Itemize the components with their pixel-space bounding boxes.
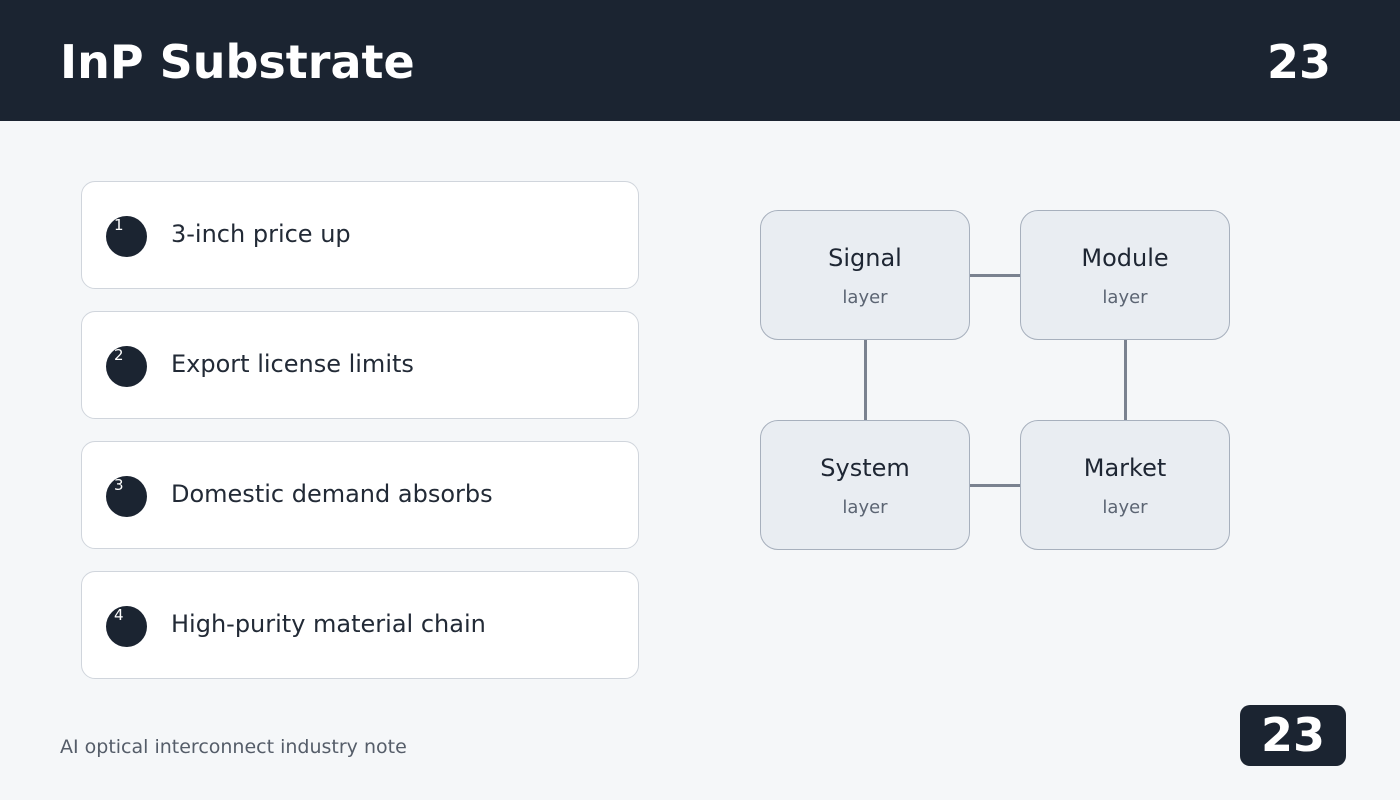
- point-number-badge: 2: [106, 346, 147, 387]
- page-title: InP Substrate: [60, 35, 415, 89]
- node-title: Signal: [828, 244, 902, 272]
- point-card-2: 2 Export license limits: [81, 311, 639, 419]
- node-subtitle: layer: [1102, 287, 1148, 308]
- footer-page-badge: 23: [1240, 705, 1346, 766]
- node-title: Module: [1081, 244, 1169, 272]
- point-number-badge: 4: [106, 606, 147, 647]
- connector-signal-system: [864, 340, 867, 420]
- point-number-badge: 3: [106, 476, 147, 517]
- point-label: Export license limits: [171, 350, 414, 378]
- point-label: 3-inch price up: [171, 220, 351, 248]
- point-number-badge: 1: [106, 216, 147, 257]
- node-module: Module layer: [1020, 210, 1230, 340]
- connector-system-market: [970, 484, 1020, 487]
- node-subtitle: layer: [1102, 497, 1148, 518]
- point-label: High-purity material chain: [171, 610, 486, 638]
- node-system: System layer: [760, 420, 970, 550]
- point-number: 3: [114, 476, 124, 494]
- footer-note: AI optical interconnect industry note: [60, 736, 407, 758]
- header-bar: InP Substrate 23: [0, 0, 1400, 121]
- point-card-4: 4 High-purity material chain: [81, 571, 639, 679]
- node-title: Market: [1083, 454, 1167, 482]
- point-card-1: 1 3-inch price up: [81, 181, 639, 289]
- node-title: System: [820, 454, 910, 482]
- point-number: 2: [114, 346, 124, 364]
- point-number: 1: [114, 216, 124, 234]
- footer-page-number: 23: [1260, 708, 1325, 762]
- point-card-3: 3 Domestic demand absorbs: [81, 441, 639, 549]
- point-number: 4: [114, 606, 124, 624]
- node-subtitle: layer: [842, 287, 888, 308]
- node-subtitle: layer: [842, 497, 888, 518]
- point-label: Domestic demand absorbs: [171, 480, 493, 508]
- connector-module-market: [1124, 340, 1127, 420]
- node-market: Market layer: [1020, 420, 1230, 550]
- node-signal: Signal layer: [760, 210, 970, 340]
- header-page-number: 23: [1266, 35, 1331, 89]
- connector-signal-module: [970, 274, 1020, 277]
